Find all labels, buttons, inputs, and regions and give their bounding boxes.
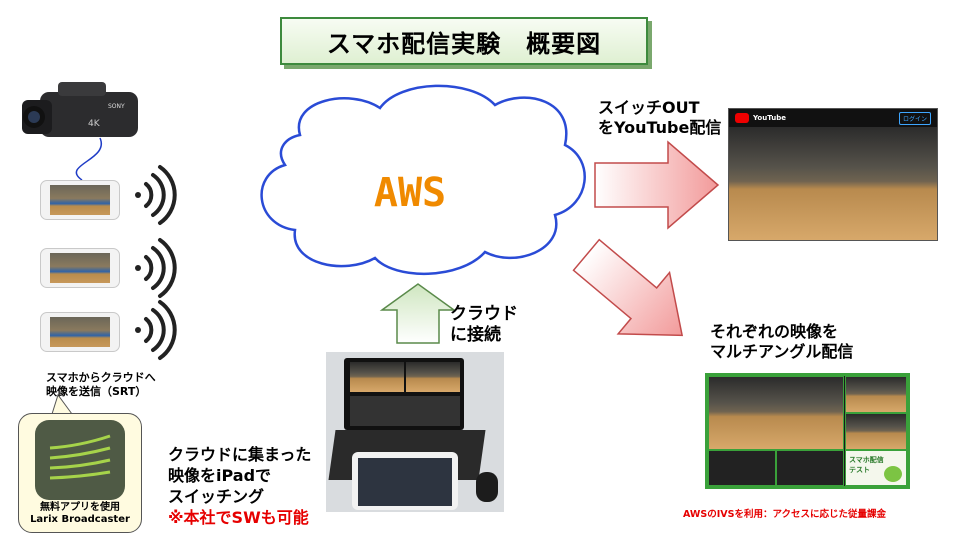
multi-angle-tile [708,450,776,486]
youtube-logo-text: YouTube [753,114,786,122]
arrow-to-youtube [595,142,718,228]
multi-angle-tile [776,450,844,486]
frog-icon [884,466,902,482]
connect-caption: クラウド に接続 [450,304,518,346]
smartphone-1 [40,180,120,220]
youtube-caption: スイッチOUT をYouTube配信 [598,98,721,138]
connect-caption-line2: に接続 [450,325,518,346]
arrow-to-multi-angle [561,224,708,366]
test-tile-text-1: スマホ配信 [849,455,903,465]
srt-caption: スマホからクラウドへ 映像を送信（SRT） [46,371,156,399]
switching-caption-line1: クラウドに集まった [168,444,311,465]
multi-angle-test-tile: スマホ配信 テスト [845,450,907,486]
multi-angle-caption-line2: マルチアングル配信 [710,342,853,362]
smartphone-2 [40,248,120,288]
camcorder-icon: SONY 4K [22,82,138,137]
srt-caption-line1: スマホからクラウドへ [46,371,156,385]
multi-angle-tile [845,413,907,450]
youtube-login-button: ログイン [899,112,931,125]
switching-caption-line3: スイッチング [168,486,311,507]
svg-text:SONY: SONY [108,103,125,110]
youtube-caption-line2: をYouTube配信 [598,118,721,138]
youtube-caption-line1: スイッチOUT [598,98,721,118]
larix-app-icon [35,420,125,500]
multi-angle-grid: スマホ配信 テスト [705,373,910,489]
switching-caption: クラウドに集まった 映像をiPadで スイッチング ※本社でSWも可能 [168,444,311,528]
multi-angle-tile [845,376,907,413]
svg-text:4K: 4K [88,119,101,129]
multi-angle-caption-line1: それぞれの映像を [710,322,853,342]
youtube-video-frame [729,127,937,240]
multi-angle-caption: それぞれの映像を マルチアングル配信 [710,322,853,362]
smartphone-3 [40,312,120,352]
switching-note: ※本社でSWも可能 [168,507,311,528]
arrow-up-to-cloud [382,284,454,343]
srt-caption-line2: 映像を送信（SRT） [46,385,156,399]
app-caption: 無料アプリを使用 Larix Broadcaster [20,502,140,526]
multi-angle-main-tile [708,376,844,450]
app-caption-line1: 無料アプリを使用 [20,502,140,514]
youtube-screenshot: YouTube ログイン [728,108,938,241]
switching-photo [326,352,504,512]
connect-caption-line1: クラウド [450,304,518,325]
youtube-logo-icon [735,113,749,123]
wifi-signal-icon [135,167,175,358]
app-caption-line2: Larix Broadcaster [20,514,140,526]
switching-caption-line2: 映像をiPadで [168,465,311,486]
aws-label: AWS [365,170,455,216]
ivs-note: AWSのIVSを利用：アクセスに応じた従量課金 [683,506,886,520]
camera-cable [76,138,101,180]
